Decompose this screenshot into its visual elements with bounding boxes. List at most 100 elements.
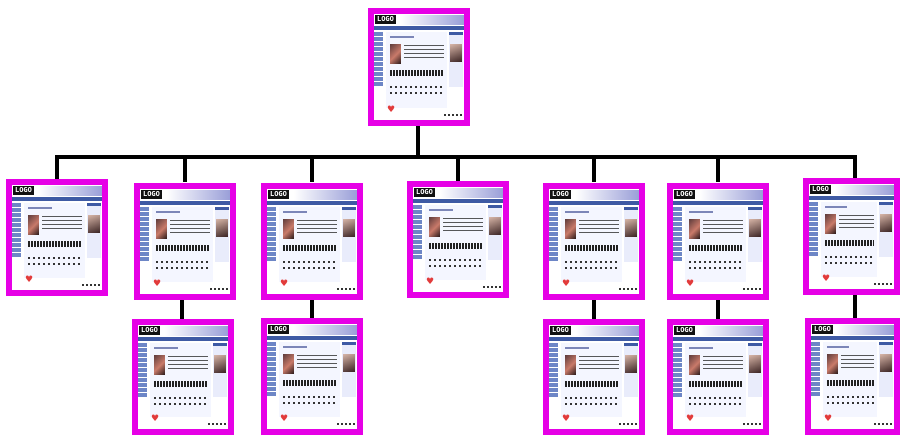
nav-bar <box>12 197 102 201</box>
page-thumbnail: LOGO♥ <box>12 185 102 290</box>
link-row <box>689 267 743 269</box>
header-banner <box>165 326 228 336</box>
sidebar-menu <box>549 343 558 398</box>
header-banner <box>700 190 763 200</box>
headline-text <box>283 380 337 386</box>
content-area <box>821 202 877 277</box>
sidebar-menu <box>267 207 276 262</box>
side-photo <box>880 354 892 372</box>
link-row <box>156 261 210 263</box>
sidebar-menu <box>413 205 422 260</box>
headline-text <box>825 240 874 246</box>
footer-links <box>483 286 501 288</box>
content-area <box>685 343 746 417</box>
header-banner <box>294 325 357 335</box>
link-row <box>390 92 444 94</box>
sitemap-node-home[interactable]: LOGO♥ <box>368 8 470 126</box>
right-column-tab <box>213 343 227 346</box>
link-row <box>689 403 743 405</box>
link-row <box>429 265 483 267</box>
article-text <box>703 220 743 236</box>
content-area <box>823 342 877 417</box>
sitemap-node-page-6-1[interactable]: LOGO♥ <box>667 319 769 435</box>
nav-bar <box>267 201 357 205</box>
side-photo <box>625 219 637 237</box>
sitemap-node-page-6[interactable]: LOGO♥ <box>667 183 769 300</box>
page-thumbnail: LOGO♥ <box>138 325 228 429</box>
right-column <box>748 343 762 398</box>
footer-links <box>82 284 100 286</box>
link-row <box>825 256 874 258</box>
sidebar-menu <box>809 202 818 257</box>
link-row <box>390 86 444 88</box>
headline-text <box>283 245 337 251</box>
content-heading <box>390 36 415 38</box>
site-logo: LOGO <box>141 190 162 199</box>
site-logo: LOGO <box>550 326 571 335</box>
header-banner <box>576 190 639 200</box>
sidebar-menu <box>549 207 558 262</box>
sitemap-node-page-7-1[interactable]: LOGO♥ <box>805 318 900 435</box>
sitemap-node-page-3[interactable]: LOGO♥ <box>261 183 363 300</box>
sitemap-node-page-7[interactable]: LOGO♥ <box>803 178 900 295</box>
sitemap-node-page-5-1[interactable]: LOGO♥ <box>543 319 645 435</box>
page-thumbnail: LOGO♥ <box>811 324 894 429</box>
content-area <box>386 32 447 108</box>
sidebar-menu <box>811 342 820 397</box>
right-column <box>215 207 229 262</box>
nav-bar <box>413 199 503 203</box>
right-column-tab <box>87 203 101 206</box>
side-photo <box>343 219 355 237</box>
site-logo: LOGO <box>812 325 833 334</box>
content-heading <box>827 346 849 348</box>
link-row <box>283 396 337 398</box>
link-row <box>429 259 483 261</box>
content-heading <box>565 347 590 349</box>
headline-text <box>28 241 82 247</box>
header-banner <box>39 186 102 196</box>
article-text <box>297 220 337 236</box>
content-heading <box>825 206 848 208</box>
page-thumbnail: LOGO♥ <box>374 14 464 120</box>
right-column <box>879 202 893 257</box>
footer-links <box>337 288 355 290</box>
heart-icon: ♥ <box>280 279 289 289</box>
right-column <box>624 207 638 262</box>
footer-links <box>874 423 892 425</box>
link-row <box>565 397 619 399</box>
footer-links <box>619 288 637 290</box>
link-row <box>565 403 619 405</box>
nav-bar <box>809 196 894 200</box>
footer-links <box>337 423 355 425</box>
link-row <box>565 267 619 269</box>
site-logo: LOGO <box>375 15 396 24</box>
side-photo <box>450 44 462 62</box>
article-photo <box>429 217 440 237</box>
site-logo: LOGO <box>268 325 289 334</box>
sitemap-node-page-5[interactable]: LOGO♥ <box>543 183 645 300</box>
link-row <box>283 261 337 263</box>
content-area <box>279 207 340 282</box>
sitemap-node-page-3-1[interactable]: LOGO♥ <box>261 318 363 435</box>
side-photo <box>625 355 637 373</box>
right-column <box>488 205 502 260</box>
right-column-tab <box>748 207 762 210</box>
sitemap-node-page-1[interactable]: LOGO♥ <box>6 179 108 296</box>
right-column-tab <box>342 207 356 210</box>
article-text <box>297 355 337 371</box>
headline-text <box>689 381 743 387</box>
content-area <box>279 342 340 417</box>
article-text <box>579 356 619 372</box>
headline-text <box>565 381 619 387</box>
article-photo <box>827 354 838 374</box>
right-column <box>342 342 356 397</box>
side-photo <box>489 217 501 235</box>
sitemap-node-page-2[interactable]: LOGO♥ <box>134 183 236 300</box>
side-photo <box>216 219 228 237</box>
sitemap-node-page-4[interactable]: LOGO♥ <box>407 181 509 298</box>
article-text <box>168 356 208 372</box>
content-area <box>24 203 85 278</box>
sidebar-menu <box>140 207 149 262</box>
sitemap-node-page-2-1[interactable]: LOGO♥ <box>132 319 234 435</box>
